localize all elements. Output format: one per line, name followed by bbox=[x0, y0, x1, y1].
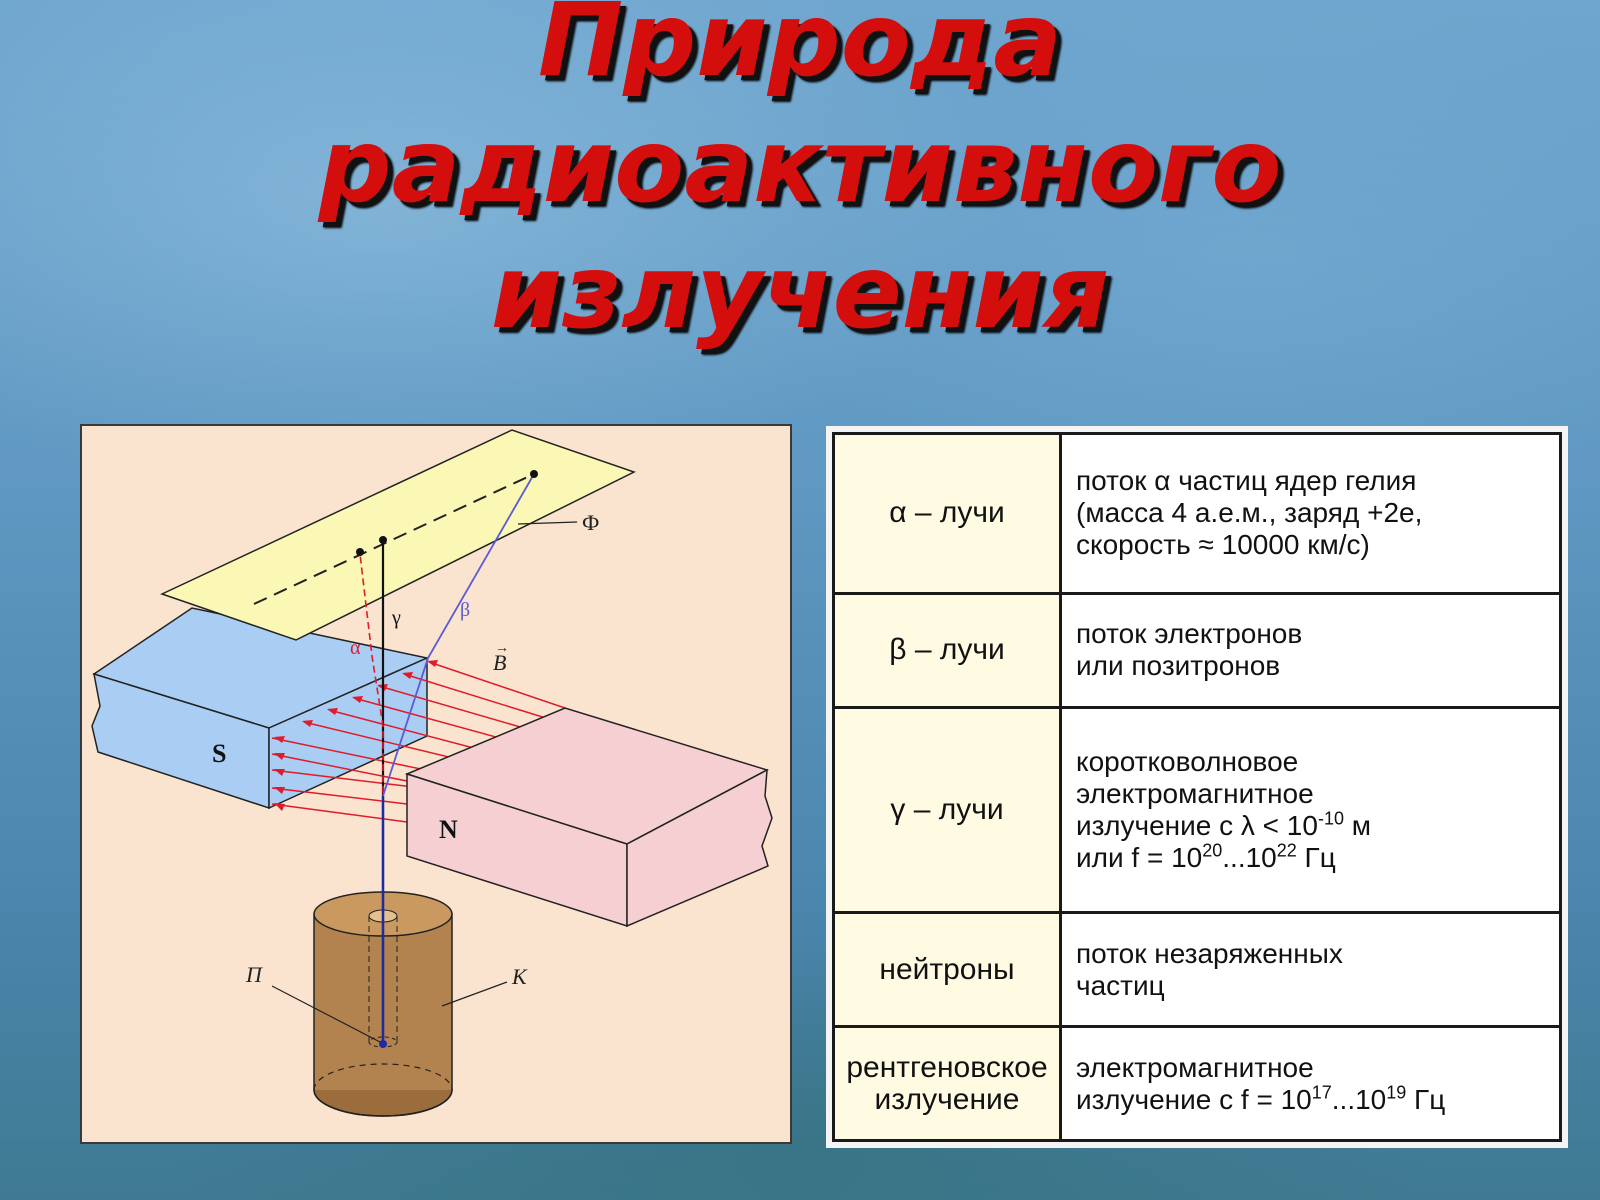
table-row: рентгеновское излучение электромагнитное… bbox=[832, 1025, 1562, 1142]
table-row: α – лучи поток α частиц ядер гелия (масс… bbox=[832, 432, 1562, 595]
table-row: β – лучи поток электронов или позитронов bbox=[832, 591, 1562, 709]
row-desc-gamma: коротковолновое электромагнитное излучен… bbox=[1059, 705, 1562, 915]
screen-dashed-trace bbox=[253, 473, 535, 605]
row-desc-beta: поток электронов или позитронов bbox=[1059, 591, 1562, 709]
row-name-alpha: α – лучи bbox=[832, 432, 1062, 595]
row-name-xray: рентгеновское излучение bbox=[832, 1025, 1062, 1142]
label-north: N bbox=[439, 815, 458, 844]
label-south: S bbox=[212, 739, 226, 768]
label-beta: β bbox=[460, 599, 470, 621]
row-name-beta: β – лучи bbox=[832, 591, 1062, 709]
title-line-1: Природа bbox=[537, 0, 1063, 100]
north-magnet-side bbox=[626, 768, 773, 928]
diagram-svg: Ф γ β α B → S N П К bbox=[91, 429, 773, 1117]
label-field: B bbox=[493, 650, 506, 675]
title-line-3: излучения bbox=[490, 233, 1110, 352]
slide-title: Природа радиоактивного излучения bbox=[0, 0, 1600, 356]
lead-container bbox=[313, 891, 453, 1117]
table-row: γ – лучи коротковолновое электромагнитно… bbox=[832, 705, 1562, 915]
label-screen: Ф bbox=[582, 510, 599, 535]
row-desc-xray: электромагнитное излучение с f = 1017...… bbox=[1059, 1025, 1562, 1142]
label-gamma: γ bbox=[391, 607, 401, 629]
row-desc-alpha: поток α частиц ядер гелия (масса 4 а.е.м… bbox=[1059, 432, 1562, 595]
source-point bbox=[379, 1040, 387, 1048]
row-name-neutrons: нейтроны bbox=[832, 911, 1062, 1029]
label-container: К bbox=[511, 964, 528, 989]
row-desc-neutrons: поток незаряженных частиц bbox=[1059, 911, 1562, 1029]
label-source: П bbox=[245, 962, 263, 987]
field-arrowheads bbox=[274, 660, 438, 811]
title-line-2: радиоактивного bbox=[318, 107, 1282, 226]
table-row: нейтроны поток незаряженных частиц bbox=[832, 911, 1562, 1029]
row-name-gamma: γ – лучи bbox=[832, 705, 1062, 915]
field-vector-arrow: → bbox=[495, 639, 509, 655]
radiation-types-table: α – лучи поток α частиц ядер гелия (масс… bbox=[826, 426, 1568, 1148]
rays-table: α – лучи поток α частиц ядер гелия (масс… bbox=[832, 432, 1562, 1142]
experiment-diagram: Ф γ β α B → S N П К bbox=[80, 424, 792, 1144]
label-alpha: α bbox=[350, 637, 361, 659]
